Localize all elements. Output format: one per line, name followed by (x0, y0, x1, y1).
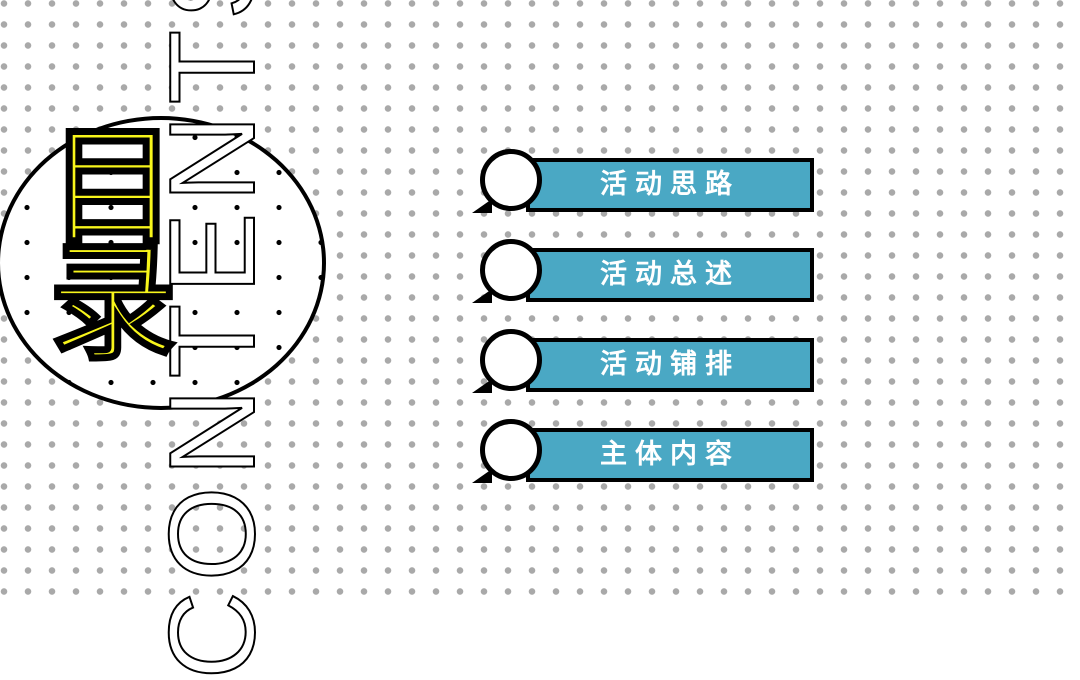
speech-bubble-icon (480, 239, 542, 301)
menu-item-2[interactable]: 活动总述 (470, 239, 816, 307)
title-circle (0, 116, 326, 410)
bubble-tail-icon (472, 289, 492, 303)
bubble-tail-icon (472, 469, 492, 483)
menu-band (526, 338, 814, 392)
menu-band (526, 428, 814, 482)
bubble-tail-icon (472, 379, 492, 393)
menu-item-label: 活动铺排 (600, 349, 740, 380)
menu-band (526, 158, 814, 212)
menu-item-4[interactable]: 主体内容 (470, 419, 816, 487)
menu-item-3[interactable]: 活动铺排 (470, 329, 816, 397)
menu-item-1[interactable]: 活动思路 (470, 149, 816, 217)
menu-item-label: 主体内容 (600, 439, 740, 470)
speech-bubble-icon (480, 149, 542, 211)
speech-bubble-icon (480, 419, 542, 481)
menu-item-label: 活动总述 (600, 259, 740, 290)
bubble-tail-icon (472, 199, 492, 213)
page-title: 目录 (47, 113, 178, 378)
menu-item-label: 活动思路 (600, 169, 740, 200)
speech-bubble-icon (480, 329, 542, 391)
